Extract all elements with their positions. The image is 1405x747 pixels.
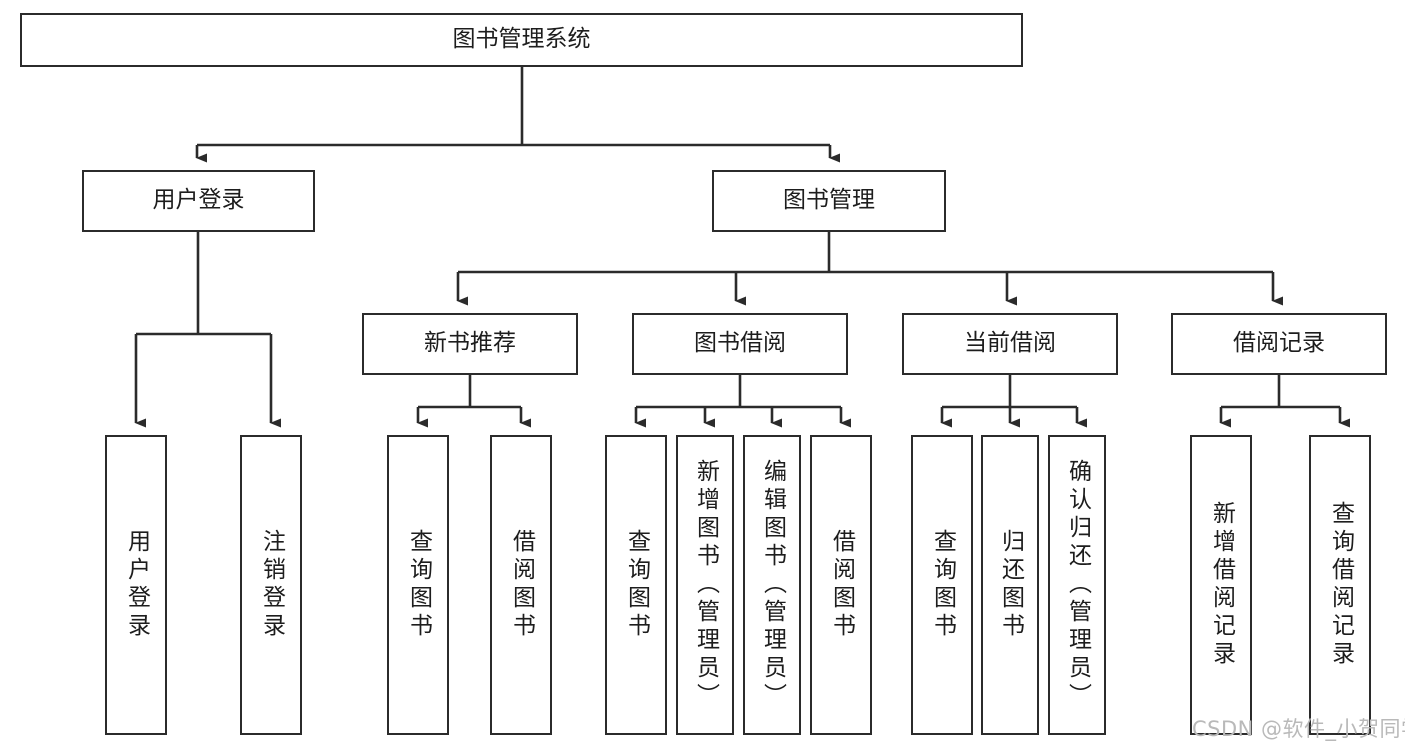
node-leaf-query-record[interactable]: 查询借阅记录 (1309, 435, 1371, 735)
node-leaf-query-book-1[interactable]: 查询图书 (387, 435, 449, 735)
node-root[interactable]: 图书管理系统 (20, 13, 1023, 67)
node-leaf-query-book-3-label: 查询图书 (929, 529, 956, 641)
node-leaf-return-book-label: 归还图书 (997, 529, 1024, 641)
node-leaf-query-record-label: 查询借阅记录 (1327, 501, 1354, 669)
node-leaf-borrow-book-2-label: 借阅图书 (828, 529, 855, 641)
node-leaf-return-book[interactable]: 归还图书 (981, 435, 1039, 735)
node-leaf-borrow-book-1[interactable]: 借阅图书 (490, 435, 552, 735)
node-leaf-borrow-book-1-label: 借阅图书 (508, 529, 535, 641)
node-leaf-user-login[interactable]: 用户登录 (105, 435, 167, 735)
node-book-borrow-label: 图书借阅 (694, 330, 786, 357)
node-leaf-add-record[interactable]: 新增借阅记录 (1190, 435, 1252, 735)
node-leaf-confirm-return[interactable]: 确认归还（管理员） (1048, 435, 1106, 735)
node-leaf-confirm-return-label: 确认归还（管理员） (1064, 459, 1091, 711)
node-new-book-rec-label: 新书推荐 (424, 330, 516, 357)
node-user-login[interactable]: 用户登录 (82, 170, 315, 232)
node-leaf-edit-book[interactable]: 编辑图书（管理员） (743, 435, 801, 735)
node-borrow-record-label: 借阅记录 (1233, 330, 1325, 357)
node-book-manage-label: 图书管理 (783, 187, 875, 214)
node-leaf-query-book-2[interactable]: 查询图书 (605, 435, 667, 735)
node-current-borrow[interactable]: 当前借阅 (902, 313, 1118, 375)
node-current-borrow-label: 当前借阅 (964, 330, 1056, 357)
node-leaf-user-login-label: 用户登录 (123, 529, 150, 641)
node-root-label: 图书管理系统 (452, 26, 591, 53)
node-book-manage[interactable]: 图书管理 (712, 170, 946, 232)
node-leaf-edit-book-label: 编辑图书（管理员） (759, 459, 786, 711)
node-leaf-query-book-1-label: 查询图书 (405, 529, 432, 641)
node-leaf-add-record-label: 新增借阅记录 (1208, 501, 1235, 669)
node-leaf-query-book-3[interactable]: 查询图书 (911, 435, 973, 735)
node-borrow-record[interactable]: 借阅记录 (1171, 313, 1387, 375)
node-leaf-query-book-2-label: 查询图书 (623, 529, 650, 641)
node-leaf-add-book[interactable]: 新增图书（管理员） (676, 435, 734, 735)
node-leaf-add-book-label: 新增图书（管理员） (692, 459, 719, 711)
node-leaf-logout[interactable]: 注销登录 (240, 435, 302, 735)
node-leaf-logout-label: 注销登录 (258, 529, 285, 641)
node-new-book-rec[interactable]: 新书推荐 (362, 313, 578, 375)
node-book-borrow[interactable]: 图书借阅 (632, 313, 848, 375)
csdn-watermark: CSDN @软件_小贺同学 (1192, 717, 1405, 741)
node-leaf-borrow-book-2[interactable]: 借阅图书 (810, 435, 872, 735)
node-user-login-label: 用户登录 (152, 187, 245, 214)
